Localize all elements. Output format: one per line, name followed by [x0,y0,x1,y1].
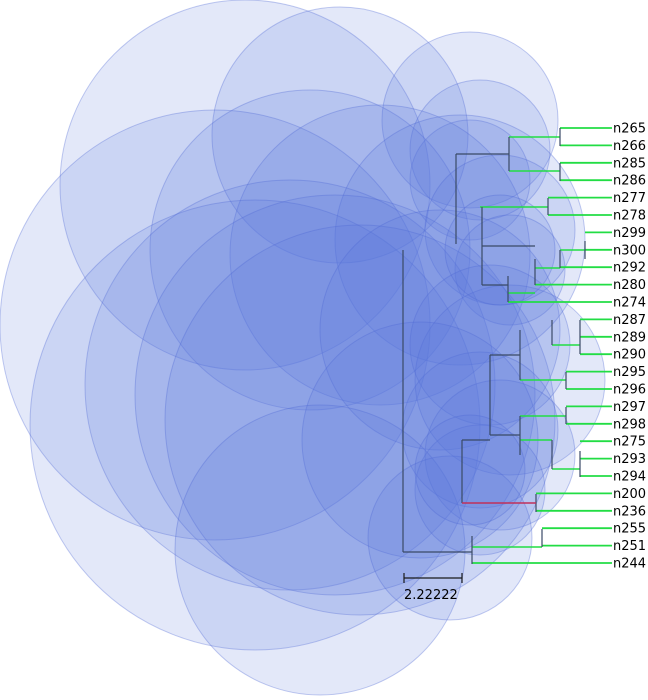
bubble [134,194,536,596]
leaf-label-n280: n280 [613,278,646,293]
leaf-label-n290: n290 [613,348,646,363]
leaf-label-n266: n266 [613,139,646,154]
leaf-label-n298: n298 [613,417,646,432]
bubble [414,284,606,476]
leaf-label-n293: n293 [613,452,646,467]
leaf-label-n297: n297 [613,400,646,415]
leaf-label-n277: n277 [613,191,646,206]
leaf-label-n300: n300 [613,243,646,258]
tree-branches [402,127,612,564]
bubble [29,199,481,651]
leaf-labels: n265 n266 n285 n286 n277 n278 n299 n300 n292 n280… [613,122,646,572]
leaf-label-n265: n265 [613,122,646,137]
bubble [444,194,556,306]
leaf-label-n296: n296 [613,383,646,398]
bubble [0,109,431,541]
leaf-label-n255: n255 [613,522,646,537]
leaf-label-n244: n244 [613,557,646,572]
leaf-label-n200: n200 [613,487,646,502]
leaf-label-n286: n286 [613,174,646,189]
bubble [414,424,546,556]
bubble [414,414,526,526]
bubble [409,79,551,221]
leaf-label-n287: n287 [613,313,646,328]
bubble [319,209,561,451]
leaf-label-n295: n295 [613,365,646,380]
scale-bar-label: 2.22222 [404,588,458,603]
leaf-label-n292: n292 [613,261,646,276]
bubble [367,455,533,621]
leaf-label-n251: n251 [613,539,646,554]
leaf-label-n275: n275 [613,435,646,450]
bubble [174,404,466,696]
leaf-label-n285: n285 [613,156,646,171]
bubble [409,119,531,241]
bubble [149,89,471,411]
leaf-label-n236: n236 [613,504,646,519]
bubble [164,224,556,616]
bubble [381,31,559,209]
bubble [84,179,496,591]
leaf-label-n278: n278 [613,209,646,224]
bubble [401,351,559,509]
leaf-label-n294: n294 [613,470,646,485]
bubble [211,6,469,264]
confidence-bubbles [0,0,606,696]
leaf-label-n289: n289 [613,330,646,345]
scale-bar: 2.22222 [403,573,463,603]
leaf-label-n274: n274 [613,296,646,311]
bubble [59,0,431,371]
bubble [229,104,531,406]
leaf-label-n299: n299 [613,226,646,241]
